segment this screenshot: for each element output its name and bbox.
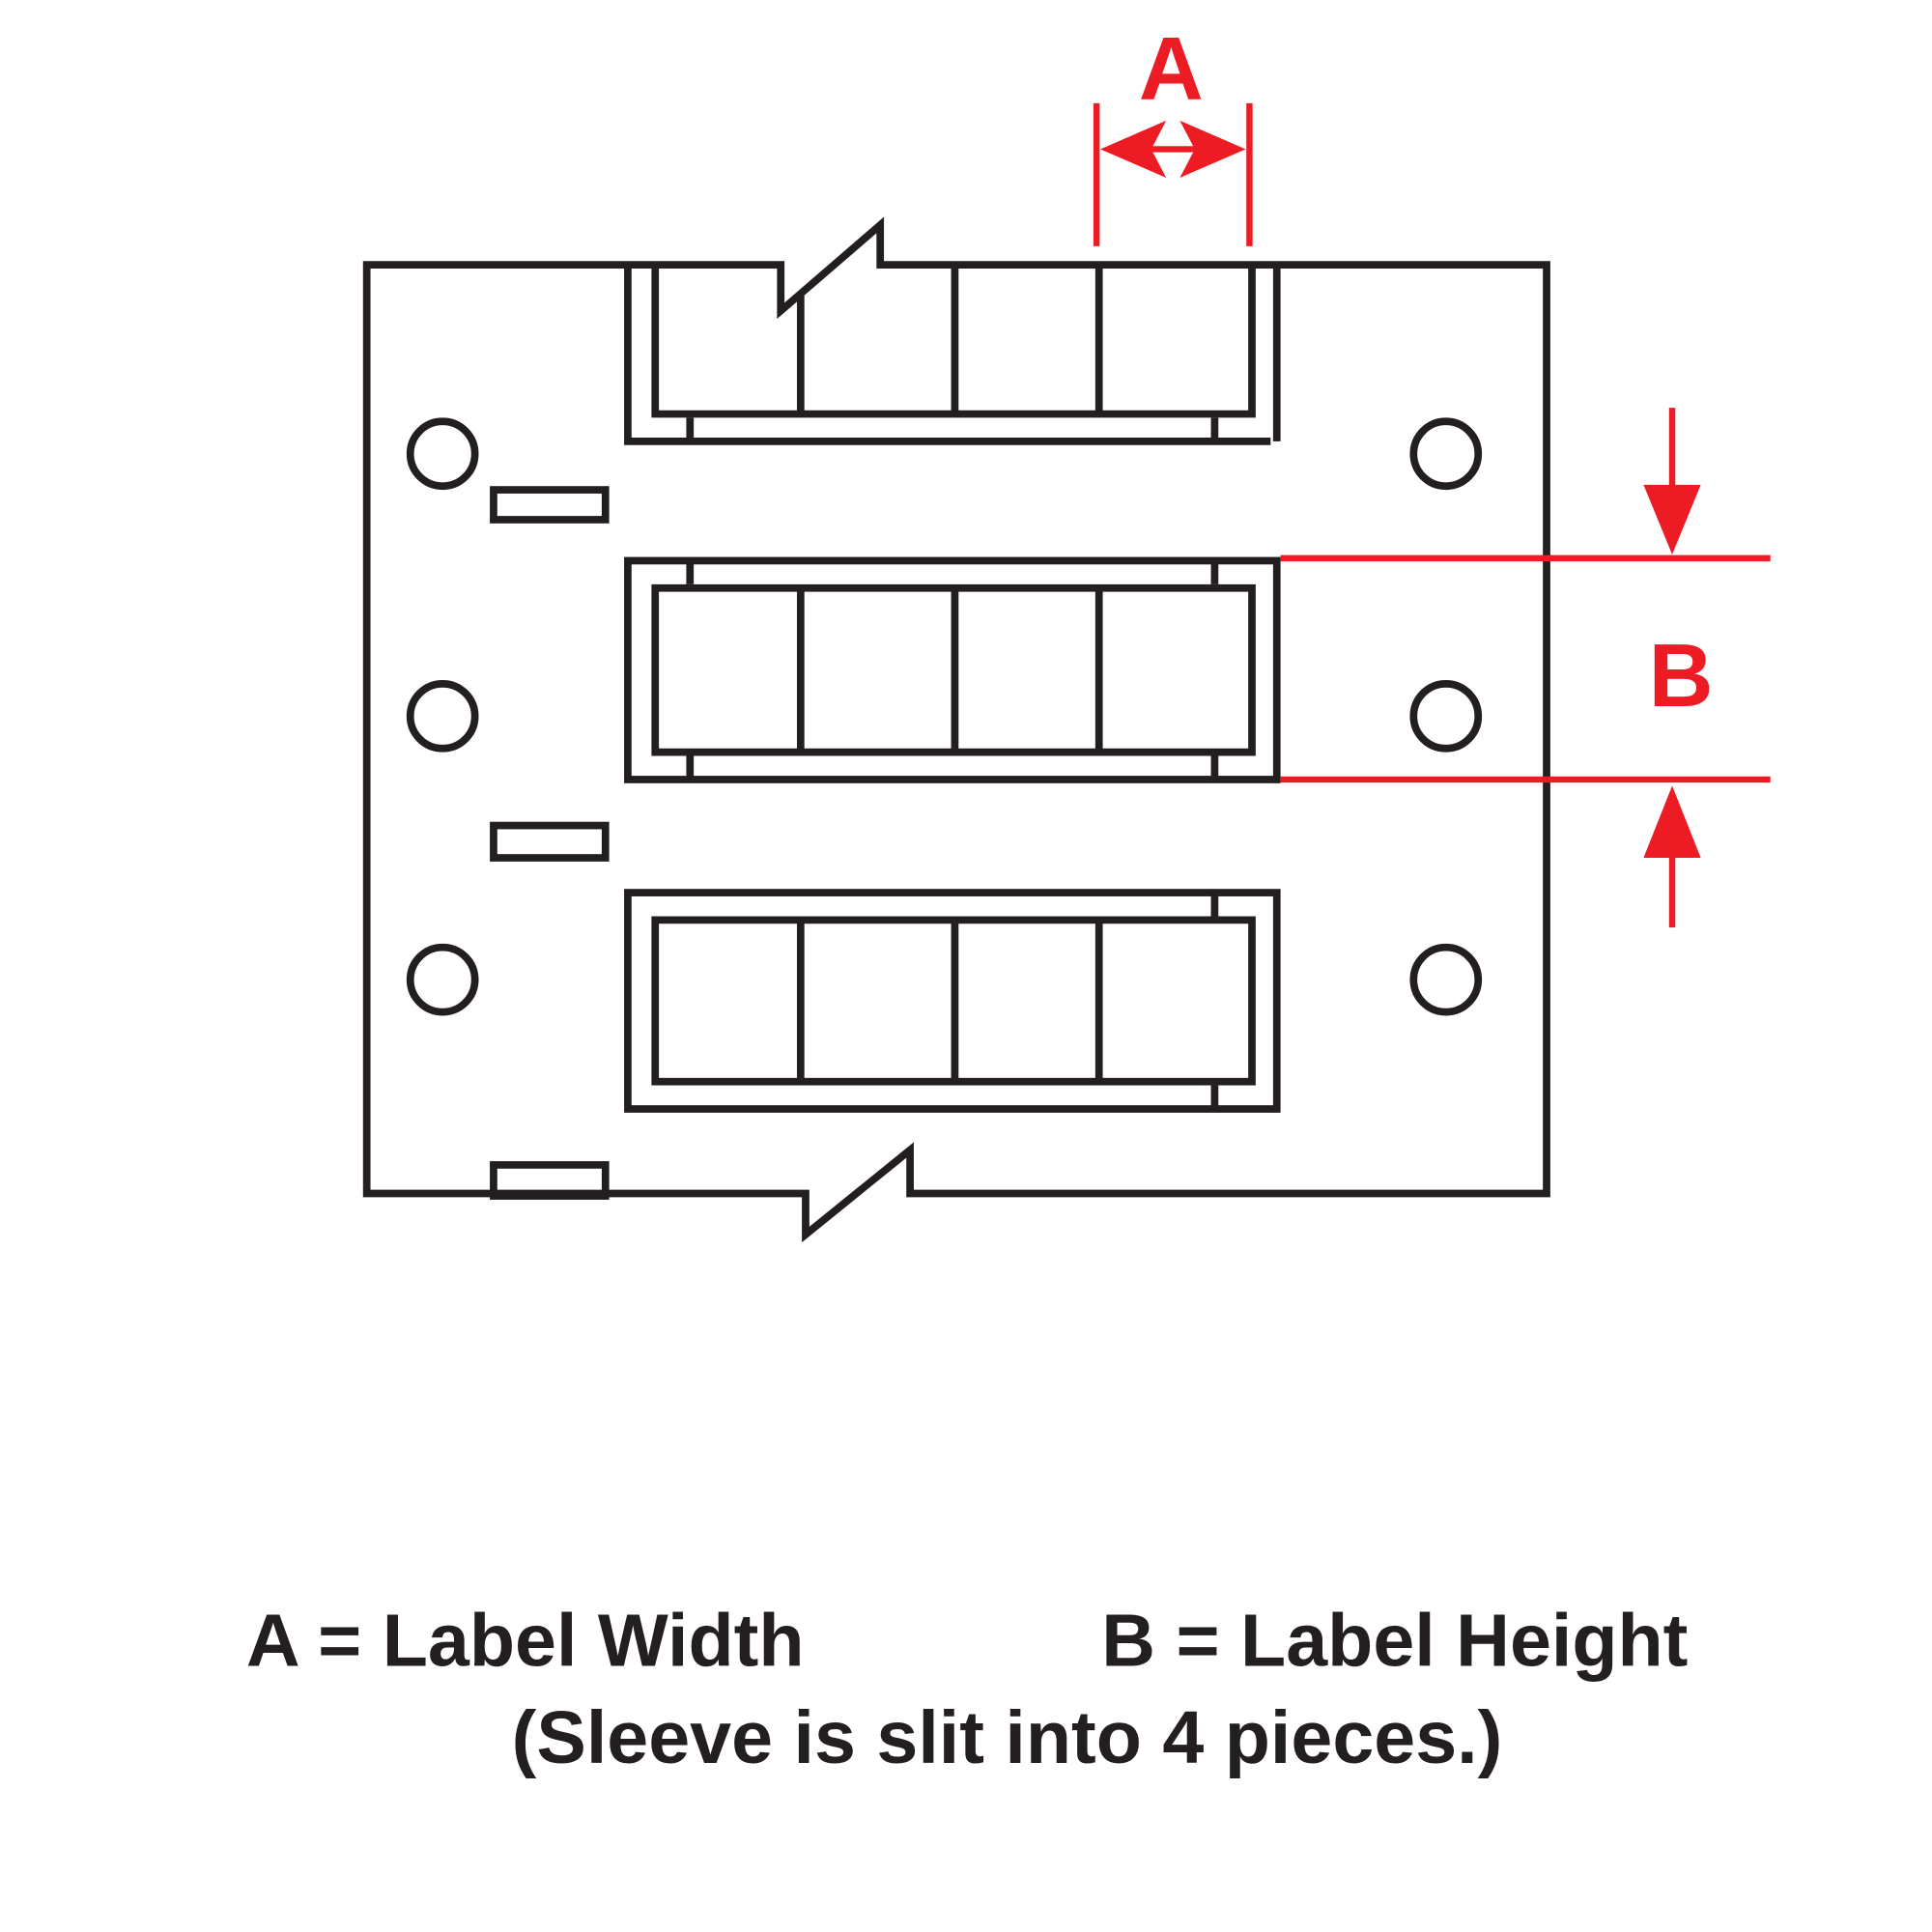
hole bbox=[406, 943, 479, 1016]
sleeve-middle bbox=[624, 556, 1281, 783]
arrow-right-icon bbox=[1179, 120, 1246, 179]
dimension-a: A bbox=[1093, 18, 1253, 246]
dimension-b: B bbox=[1280, 408, 1771, 928]
legend-note: (Sleeve is slit into 4 pieces.) bbox=[512, 1696, 1503, 1779]
slots bbox=[490, 486, 610, 1200]
legend-b-definition: B = Label Height bbox=[1101, 1600, 1688, 1683]
arrow-left-icon bbox=[1099, 120, 1167, 179]
arrow-up-icon bbox=[1643, 785, 1701, 859]
hole bbox=[406, 679, 479, 753]
arrow-down-icon bbox=[1643, 484, 1701, 555]
dimension-b-label: B bbox=[1649, 625, 1714, 725]
registration-holes bbox=[406, 417, 1483, 1016]
hole bbox=[406, 417, 479, 491]
sheet-outline bbox=[362, 216, 1550, 1243]
sleeve-top bbox=[624, 265, 1281, 445]
hole bbox=[1409, 679, 1483, 753]
legend-a-definition: A = Label Width bbox=[246, 1600, 805, 1683]
hole bbox=[1409, 943, 1483, 1016]
dimension-a-label: A bbox=[1139, 18, 1204, 119]
legend: A = Label Width B = Label Height (Sleeve… bbox=[246, 1600, 1689, 1779]
sleeve-bottom bbox=[624, 889, 1281, 1113]
hole bbox=[1409, 417, 1483, 491]
